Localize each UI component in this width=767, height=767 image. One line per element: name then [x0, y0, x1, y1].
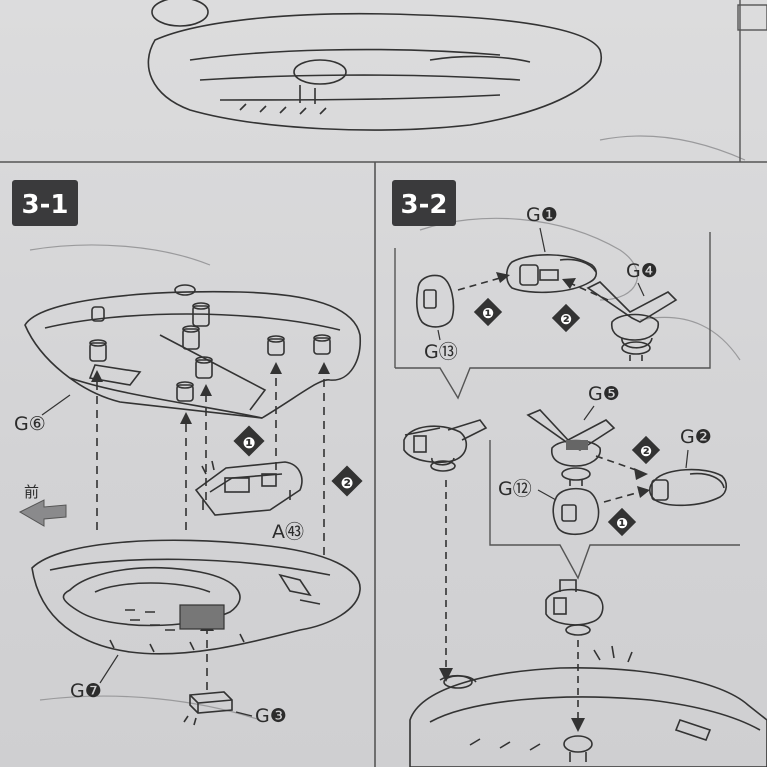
part-label-g4: G❹ [626, 260, 658, 282]
part-label-g3: G❸ [255, 705, 287, 727]
part-g1-nose [505, 254, 598, 294]
step-3-2-badge: 3-2 [392, 180, 456, 226]
lower-hull-part-g7 [31, 539, 361, 655]
part-g5-wing [526, 409, 616, 486]
assembled-engine-left [403, 419, 488, 472]
part-label-g13: G⑬ [424, 341, 458, 363]
part-label-g2: G❷ [680, 426, 712, 448]
step-3-2-label: 3-2 [401, 190, 448, 220]
part-label-g12: G⑫ [498, 478, 532, 500]
assembled-engine-center [545, 579, 604, 636]
callout-frame-upper [394, 232, 711, 400]
upper-hull-part-g6 [24, 284, 361, 419]
top-spaceship-illustration [147, 0, 603, 131]
step-3-2-upper-guides [457, 277, 609, 301]
arrowhead-g5-to-g2 [634, 468, 648, 480]
leader-g4 [637, 282, 645, 297]
svg-text:❶: ❶ [616, 516, 628, 532]
svg-text:❶: ❶ [243, 434, 256, 452]
arrowhead-g13-to-g1 [496, 272, 510, 283]
part-label-g6: G⑥ [14, 413, 46, 435]
callout-frame-lower [489, 440, 740, 580]
leader-g2 [685, 449, 689, 469]
hull-section-bottom-right [409, 645, 767, 767]
part-g12-cap [552, 487, 600, 536]
leader-g1 [539, 227, 546, 253]
leader-g3 [235, 711, 253, 717]
part-g4-wing [586, 281, 678, 361]
part-g3-block [183, 691, 233, 726]
part-g2-nose [648, 468, 728, 507]
leader-g13 [437, 329, 441, 341]
leader-g7 [99, 654, 119, 684]
step-3-2-lower-guides [595, 455, 641, 503]
part-label-a43: A㊸ [272, 521, 304, 543]
front-direction-label: 前 [24, 483, 39, 501]
corner-box [737, 4, 767, 31]
part-a43-bracket [194, 460, 303, 516]
leader-g6 [41, 394, 71, 416]
arrowhead-center-engine [571, 718, 585, 732]
front-direction-arrow [18, 499, 67, 527]
arrowhead-g12-to-g2 [637, 486, 650, 498]
svg-text:❷: ❷ [560, 312, 572, 328]
part-g13-cap [416, 274, 455, 328]
arrowhead-g4-to-g1 [562, 278, 576, 289]
part-label-g5: G❺ [588, 383, 620, 405]
svg-text:❷: ❷ [640, 444, 652, 460]
part-label-g1: G❶ [526, 204, 558, 226]
order-mark-1-step2-upper: ❶ [473, 297, 503, 327]
order-mark-2-step1: ❷ [331, 465, 363, 497]
background-ghost-lines [29, 135, 746, 721]
order-mark-2-step2-lower: ❷ [631, 435, 661, 465]
step-3-1-label: 3-1 [22, 190, 69, 220]
order-mark-1-step1: ❶ [233, 425, 265, 457]
leader-g12 [537, 489, 557, 501]
step-3-1-badge: 3-1 [12, 180, 78, 226]
svg-text:❶: ❶ [482, 306, 494, 322]
order-mark-1-step2-lower: ❶ [607, 507, 637, 537]
arrowhead-left-engine [439, 668, 453, 682]
order-mark-2-step2-upper: ❷ [551, 303, 581, 333]
part-label-g7: G❼ [70, 680, 102, 702]
svg-text:❷: ❷ [341, 474, 354, 492]
leader-g5 [583, 405, 595, 421]
